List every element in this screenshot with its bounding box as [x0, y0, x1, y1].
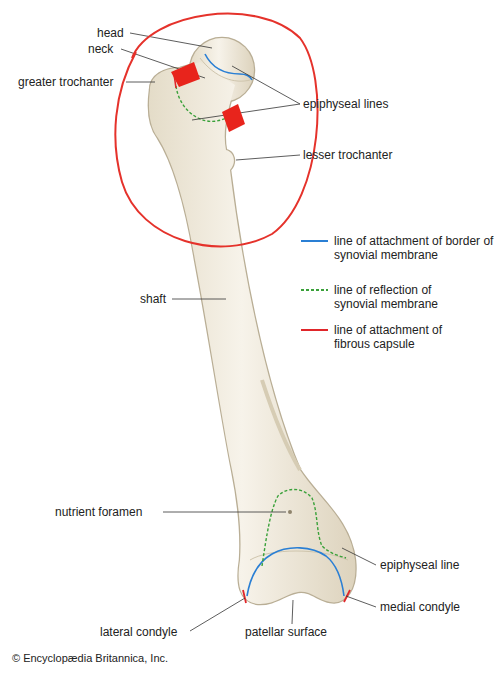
part-label: nutrient foramen: [55, 505, 142, 519]
synovial-attachment-line: [247, 548, 344, 596]
leader-line: [190, 598, 245, 631]
copyright-note: © Encyclopædia Britannica, Inc.: [12, 651, 168, 665]
legend-text: line of attachment of border of synovial…: [334, 234, 500, 262]
capsule-attachment-line: [243, 590, 246, 603]
legend-swatch: [300, 323, 330, 337]
legend-line-sample: [301, 289, 328, 291]
bone-outline: [149, 38, 355, 604]
part-label: lesser trochanter: [303, 148, 392, 162]
legend-line-sample: [301, 240, 328, 242]
part-label: neck: [88, 42, 113, 56]
part-label: shaft: [140, 292, 166, 306]
epiphyseal-line-mark: [200, 58, 250, 81]
leader-line: [126, 82, 155, 83]
leader-line: [163, 512, 286, 513]
part-label: patellar surface: [245, 625, 327, 639]
annotation-mark: [222, 104, 245, 132]
annotation-mark: [171, 62, 200, 87]
part-label: head: [97, 26, 124, 40]
leader-line: [236, 155, 300, 160]
synovial-attachment-line: [205, 54, 252, 80]
legend-line-sample: [301, 329, 328, 331]
leader-line: [232, 66, 300, 104]
legend-text: line of reflection of synovial membrane: [334, 283, 459, 311]
bone-fill: [149, 38, 355, 604]
annotation-circle: [115, 14, 317, 247]
shaft-shading: [262, 380, 300, 470]
leader-line: [346, 596, 376, 607]
femur-body-outline: [149, 62, 355, 604]
synovial-reflection-line: [262, 489, 346, 566]
leader-line: [130, 33, 212, 48]
part-label: epiphyseal line: [380, 558, 459, 572]
part-label: lateral condyle: [100, 625, 177, 639]
part-label: greater trochanter: [18, 75, 113, 89]
nutrient-foramen-mark: [288, 510, 292, 514]
part-label: epiphyseal lines: [303, 97, 388, 111]
legend-swatch: [300, 234, 330, 248]
leader-line: [292, 600, 293, 624]
leader-line: [342, 548, 376, 565]
legend-text: line of attachment of fibrous capsule: [334, 323, 446, 351]
leader-line: [192, 104, 300, 120]
legend-swatch: [300, 283, 330, 297]
part-label: medial condyle: [380, 600, 460, 614]
leader-line: [172, 299, 226, 300]
femur-body: [149, 62, 355, 604]
